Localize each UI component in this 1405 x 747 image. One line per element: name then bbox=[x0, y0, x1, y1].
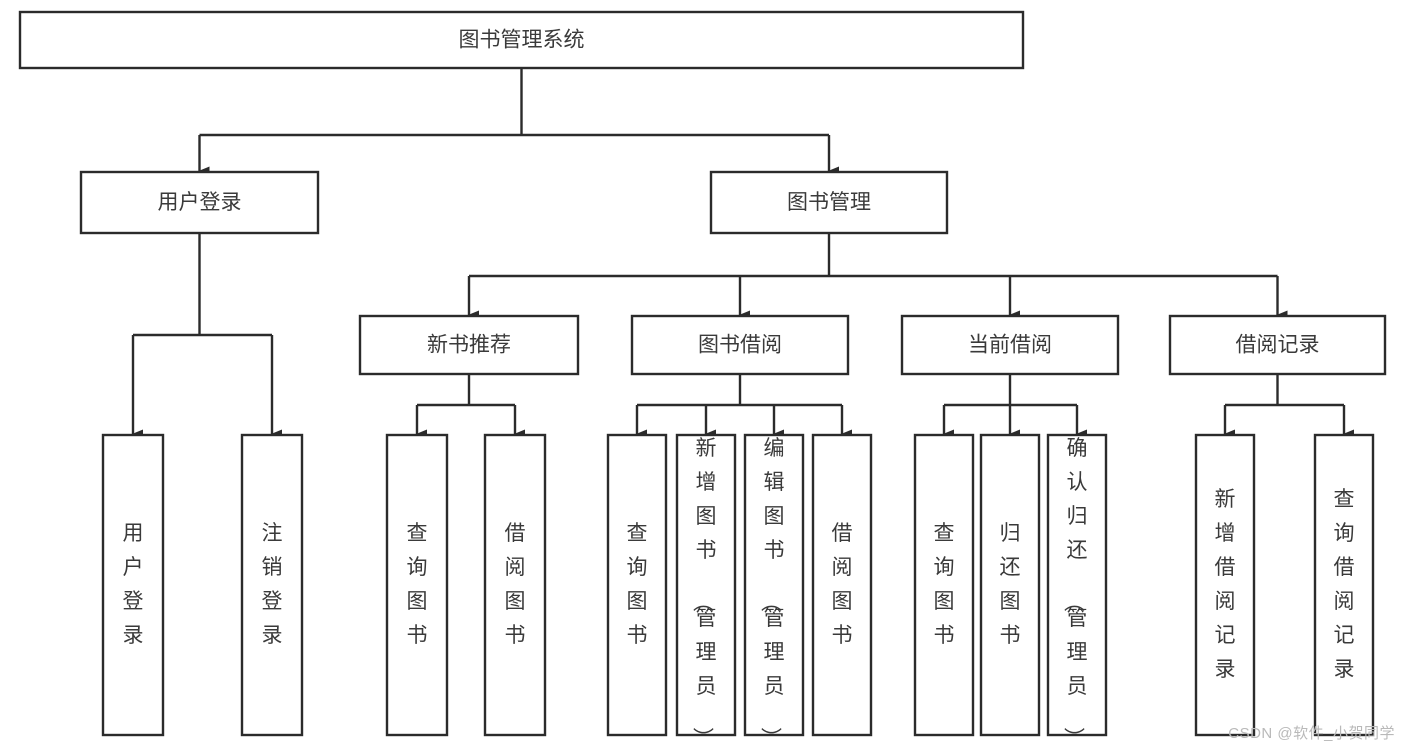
node-box-leaf-query-book-rec bbox=[385, 433, 449, 737]
node-leaf-add-record[interactable]: 新增借阅记录 bbox=[1194, 433, 1256, 737]
node-leaf-borrow-book[interactable]: 借阅图书 bbox=[811, 433, 873, 737]
node-label-leaf-user-login: 用户登录 bbox=[123, 522, 144, 647]
node-leaf-user-logout[interactable]: 注销登录 bbox=[240, 433, 304, 737]
node-label-leaf-query-book-rec: 查询图书 bbox=[407, 522, 428, 647]
node-label-book-borrow: 图书借阅 bbox=[698, 334, 782, 357]
node-label-leaf-add-book: 新增图书（管理员） bbox=[691, 437, 717, 747]
node-label-leaf-query-record: 查询借阅记录 bbox=[1334, 488, 1355, 681]
node-box-leaf-user-login bbox=[101, 433, 165, 737]
node-box-leaf-edit-book bbox=[743, 433, 805, 737]
node-borrow-record[interactable]: 借阅记录 bbox=[1168, 314, 1387, 376]
node-box-leaf-add-book bbox=[675, 433, 737, 737]
node-boxes: 图书管理系统用户登录图书管理新书推荐图书借阅当前借阅借阅记录用户登录注销登录查询… bbox=[18, 10, 1387, 747]
node-new-book-rec[interactable]: 新书推荐 bbox=[358, 314, 580, 376]
node-leaf-query-book-rec[interactable]: 查询图书 bbox=[385, 433, 449, 737]
node-book-manage[interactable]: 图书管理 bbox=[709, 170, 949, 235]
node-label-book-manage: 图书管理 bbox=[787, 191, 871, 214]
node-leaf-confirm-return[interactable]: 确认归还（管理员） bbox=[1046, 433, 1108, 747]
node-label-user-login: 用户登录 bbox=[158, 191, 242, 214]
node-box-leaf-query-book-cur bbox=[913, 433, 975, 737]
node-box-root bbox=[18, 10, 1025, 70]
node-label-leaf-query-book-cur: 查询图书 bbox=[934, 522, 955, 647]
node-label-current-borrow: 当前借阅 bbox=[968, 334, 1052, 357]
node-label-leaf-query-book-borrow: 查询图书 bbox=[627, 522, 648, 647]
node-box-user-login bbox=[79, 170, 320, 235]
node-box-leaf-query-record bbox=[1313, 433, 1375, 737]
node-label-borrow-record: 借阅记录 bbox=[1236, 334, 1320, 357]
node-box-leaf-return-book bbox=[979, 433, 1041, 737]
node-label-leaf-confirm-return: 确认归还（管理员） bbox=[1062, 437, 1088, 747]
node-box-leaf-borrow-book bbox=[811, 433, 873, 737]
node-label-leaf-borrow-book: 借阅图书 bbox=[832, 522, 853, 647]
node-leaf-borrow-book-rec[interactable]: 借阅图书 bbox=[483, 433, 547, 737]
node-label-leaf-add-record: 新增借阅记录 bbox=[1215, 488, 1236, 681]
node-leaf-query-record[interactable]: 查询借阅记录 bbox=[1313, 433, 1375, 737]
node-box-book-manage bbox=[709, 170, 949, 235]
node-leaf-query-book-borrow[interactable]: 查询图书 bbox=[606, 433, 668, 737]
node-leaf-user-login[interactable]: 用户登录 bbox=[101, 433, 165, 737]
node-box-book-borrow bbox=[630, 314, 850, 376]
connector-lines bbox=[131, 68, 1354, 439]
node-leaf-query-book-cur[interactable]: 查询图书 bbox=[913, 433, 975, 737]
node-leaf-add-book[interactable]: 新增图书（管理员） bbox=[675, 433, 737, 747]
node-label-leaf-return-book: 归还图书 bbox=[1000, 522, 1021, 647]
node-box-leaf-user-logout bbox=[240, 433, 304, 737]
node-label-leaf-borrow-book-rec: 借阅图书 bbox=[505, 522, 526, 647]
node-label-new-book-rec: 新书推荐 bbox=[427, 334, 511, 357]
node-label-leaf-user-logout: 注销登录 bbox=[262, 522, 283, 647]
csdn-watermark: CSDN @软件_小贺同学 bbox=[1228, 725, 1395, 742]
node-box-leaf-query-book-borrow bbox=[606, 433, 668, 737]
node-box-new-book-rec bbox=[358, 314, 580, 376]
node-label-root: 图书管理系统 bbox=[459, 29, 585, 52]
node-box-current-borrow bbox=[900, 314, 1120, 376]
node-root[interactable]: 图书管理系统 bbox=[18, 10, 1025, 70]
node-leaf-edit-book[interactable]: 编辑图书（管理员） bbox=[743, 433, 805, 747]
node-current-borrow[interactable]: 当前借阅 bbox=[900, 314, 1120, 376]
node-user-login[interactable]: 用户登录 bbox=[79, 170, 320, 235]
node-box-leaf-confirm-return bbox=[1046, 433, 1108, 737]
node-box-borrow-record bbox=[1168, 314, 1387, 376]
node-leaf-return-book[interactable]: 归还图书 bbox=[979, 433, 1041, 737]
node-box-leaf-add-record bbox=[1194, 433, 1256, 737]
node-label-leaf-edit-book: 编辑图书（管理员） bbox=[759, 437, 785, 747]
node-box-leaf-borrow-book-rec bbox=[483, 433, 547, 737]
node-book-borrow[interactable]: 图书借阅 bbox=[630, 314, 850, 376]
